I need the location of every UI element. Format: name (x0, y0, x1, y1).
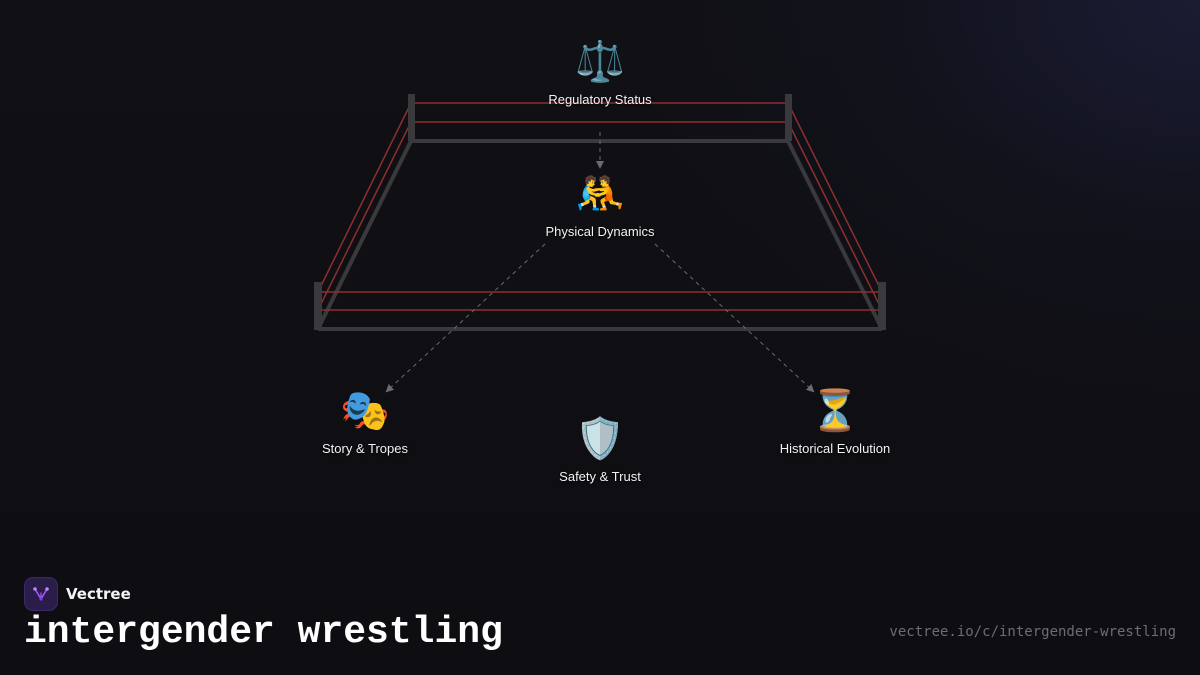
post-back-right (785, 94, 792, 141)
node-label: Safety & Trust (559, 469, 641, 484)
brand[interactable]: Vectree (24, 577, 131, 611)
node-historical-evolution[interactable]: ⏳ Historical Evolution (745, 389, 925, 457)
post-front-right (878, 282, 886, 330)
node-label: Story & Tropes (322, 441, 408, 456)
post-back-left (408, 94, 415, 141)
page-title: intergender wrestling (24, 611, 503, 654)
diagram-edges (385, 132, 815, 393)
node-physical-dynamics[interactable]: 🤼 Physical Dynamics (510, 172, 690, 240)
edge-physical-to-historical (654, 243, 815, 393)
node-regulatory-status[interactable]: ⚖️ Regulatory Status (510, 40, 690, 108)
rope-left-top (317, 102, 412, 293)
brand-name: Vectree (66, 585, 131, 603)
vectree-logo-icon (24, 577, 58, 611)
ring-left-edge (316, 140, 413, 330)
ring-posts (314, 94, 886, 330)
edge-physical-to-story (385, 243, 546, 393)
node-label: Regulatory Status (548, 92, 652, 107)
ring-ropes (317, 102, 883, 311)
post-front-left (314, 282, 322, 330)
rope-right-middle (787, 121, 883, 311)
shield-icon: 🛡️ (575, 416, 625, 462)
hourglass-icon: ⏳ (810, 388, 860, 434)
page-url[interactable]: vectree.io/c/intergender-wrestling (889, 624, 1176, 640)
node-story-tropes[interactable]: 🎭 Story & Tropes (275, 389, 455, 457)
wrestlers-icon: 🤼 (575, 171, 625, 217)
theater-masks-icon: 🎭 (340, 388, 390, 434)
rope-right-top (787, 102, 883, 293)
ring-right-edge (786, 140, 884, 330)
vectree-logo-mark (33, 587, 49, 601)
node-safety-trust[interactable]: 🛡️ Safety & Trust (510, 417, 690, 485)
scales-icon: ⚖️ (575, 39, 625, 85)
node-label: Historical Evolution (779, 441, 891, 456)
node-label: Physical Dynamics (545, 224, 655, 239)
rope-left-middle (317, 121, 412, 311)
